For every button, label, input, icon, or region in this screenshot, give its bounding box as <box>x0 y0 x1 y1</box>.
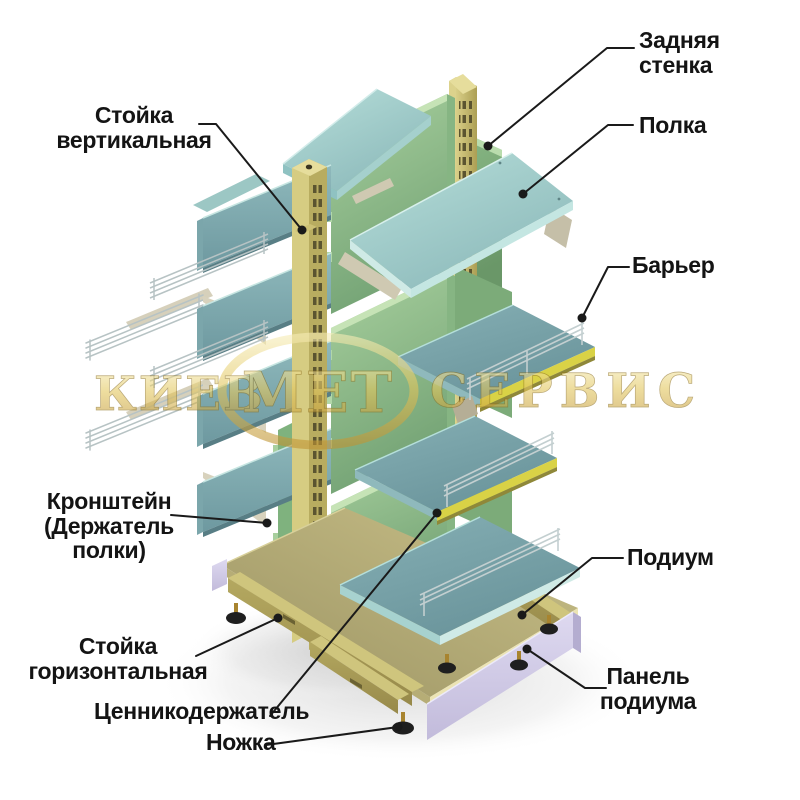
label-leg: Ножка <box>206 729 276 755</box>
barrier-wires-left-1 <box>149 232 269 300</box>
label-shelf: Полка <box>639 112 707 138</box>
label-price-tag-holder: Ценникодержатель <box>94 698 310 724</box>
label-back-wall: Задняя стенка <box>639 27 720 78</box>
right-face-shelf-3 <box>354 415 557 525</box>
right-face-bottom-shelf <box>339 516 580 645</box>
leader-bracket <box>170 514 268 524</box>
right-face-shelf-2 <box>397 304 595 424</box>
watermark-right: СЕРВИС <box>430 364 702 419</box>
barrier-wires-right-3 <box>443 431 555 507</box>
watermark-left: КИЕВ <box>94 367 265 422</box>
leader-shelf <box>522 124 634 195</box>
barrier-wires-left-2 <box>149 320 269 388</box>
price-strip <box>437 458 557 521</box>
leader-lines <box>170 47 635 746</box>
shelf-polka <box>338 152 573 300</box>
label-vertical-post: Стойка вертикальная <box>56 102 212 153</box>
watermark-kievmetservice: КИЕВ МЕТ СЕРВИС <box>94 332 702 450</box>
label-barrier: Барьер <box>632 252 715 278</box>
label-podium-panel: Панель подиума <box>599 663 697 714</box>
price-strip <box>480 347 595 408</box>
leader-dots <box>262 141 587 732</box>
barrier-wires-far-1 <box>85 293 204 361</box>
leader-vertical-post <box>198 123 303 231</box>
leader-leg <box>265 726 399 746</box>
leader-price-tag-holder <box>269 512 438 717</box>
label-podium: Подиум <box>627 544 714 570</box>
barrier-wires-right-2 <box>466 316 585 400</box>
leader-podium-panel <box>526 648 607 689</box>
leader-back-wall <box>487 47 635 147</box>
watermark-center: МЕТ <box>242 360 394 426</box>
leader-podium <box>521 557 624 616</box>
label-horizontal-post: Стойка горизонтальная <box>28 633 208 684</box>
label-bracket: Кронштейн (Держатель полки) <box>43 488 175 564</box>
leader-barrier <box>581 266 630 319</box>
leader-horizontal-post <box>195 617 279 657</box>
barrier-wires-far-2 <box>85 383 204 451</box>
barrier-wires-right-4 <box>419 528 561 616</box>
